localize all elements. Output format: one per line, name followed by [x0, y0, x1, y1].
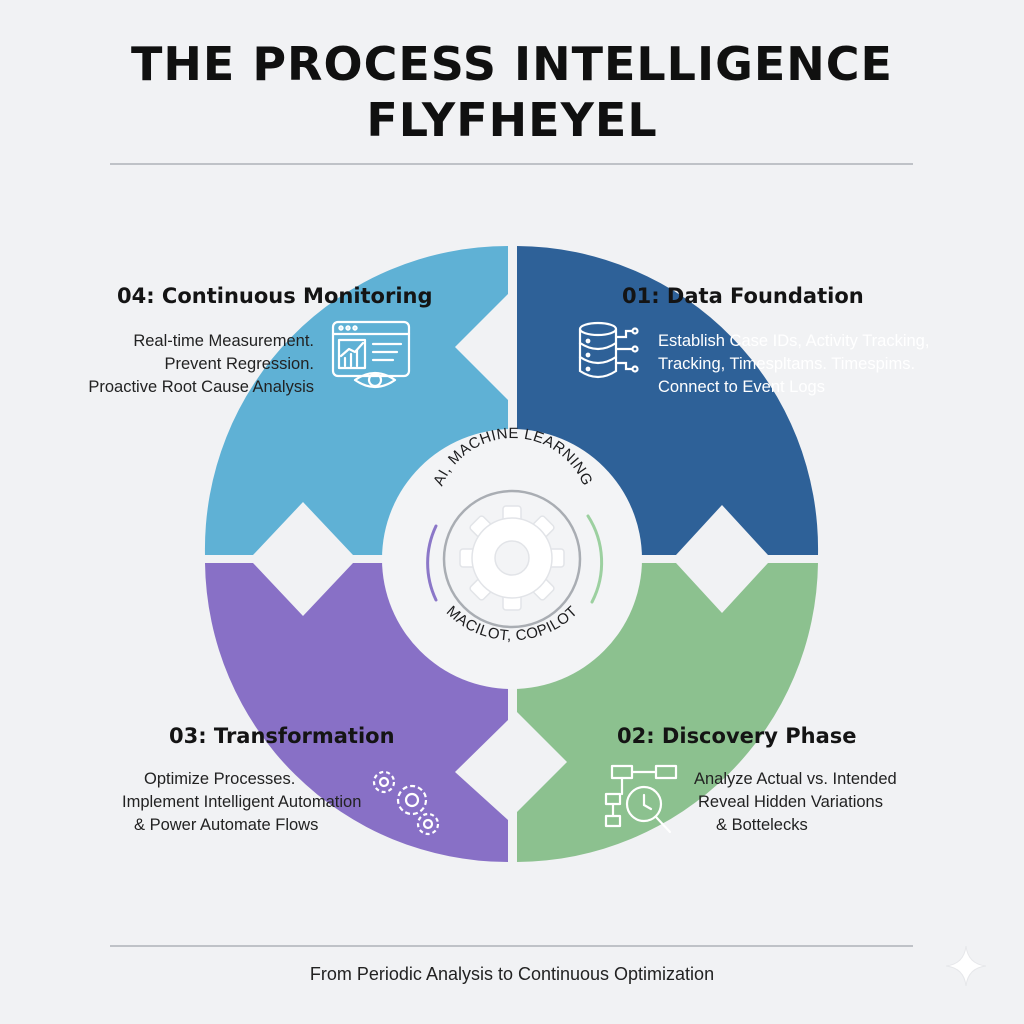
hub-arc-left — [426, 524, 438, 602]
dashboard-monitor-icon — [331, 320, 411, 389]
top-divider — [110, 163, 913, 165]
foundation-text: Establish Case IDs, Activity Tracking, T… — [658, 330, 929, 399]
transformation-line-1: Optimize Processes. — [144, 770, 296, 788]
foundation-line-3: Connect to Event Logs — [658, 378, 825, 396]
gears-icon — [372, 770, 440, 836]
foundation-line-2: Tracking, Timespltams. Timespims. — [658, 355, 916, 373]
transformation-text: Optimize Processes. Implement Intelligen… — [122, 768, 378, 837]
discovery-line-1: Analyze Actual vs. Intended — [694, 770, 897, 788]
monitoring-line-2: Prevent Regression. — [164, 355, 315, 373]
database-icon — [578, 321, 639, 379]
transformation-line-3: & Power Automate Flows — [134, 816, 319, 834]
transformation-line-2: Implement Intelligent Automation — [122, 793, 362, 811]
foundation-title: 01: Data Foundation — [622, 284, 864, 308]
title-line-1: THE PROCESS INTELLIGENCE — [131, 37, 893, 91]
hub-ring — [442, 489, 582, 629]
title-line-2: FLYFHEYEL — [366, 93, 658, 147]
monitoring-line-1: Real-time Measurement. — [133, 332, 314, 350]
page-title: THE PROCESS INTELLIGENCE FLYFHEYEL — [0, 36, 1024, 148]
sparkle-icon — [945, 945, 987, 987]
discovery-title: 02: Discovery Phase — [617, 724, 857, 748]
transformation-title: 03: Transformation — [169, 724, 395, 748]
monitoring-line-3: Proactive Root Cause Analysis — [88, 378, 314, 396]
gap-notch-left — [253, 502, 353, 555]
gear-icon — [459, 505, 565, 611]
foundation-line-1: Establish Case IDs, Activity Tracking, — [658, 332, 930, 350]
gap-notch-bottom — [455, 720, 508, 820]
hub-arc-right — [586, 514, 604, 604]
footer-caption: From Periodic Analysis to Continuous Opt… — [309, 964, 715, 984]
process-map-magnifier-icon — [604, 764, 678, 834]
monitoring-text: Real-time Measurement. Prevent Regressio… — [60, 330, 314, 399]
discovery-line-3: & Bottelecks — [716, 816, 808, 834]
discovery-line-2: Reveal Hidden Variations — [698, 793, 883, 811]
monitoring-title: 04: Continuous Monitoring — [117, 284, 433, 308]
discovery-text: Analyze Actual vs. Intended Reveal Hidde… — [694, 768, 897, 837]
bottom-divider — [110, 945, 913, 947]
